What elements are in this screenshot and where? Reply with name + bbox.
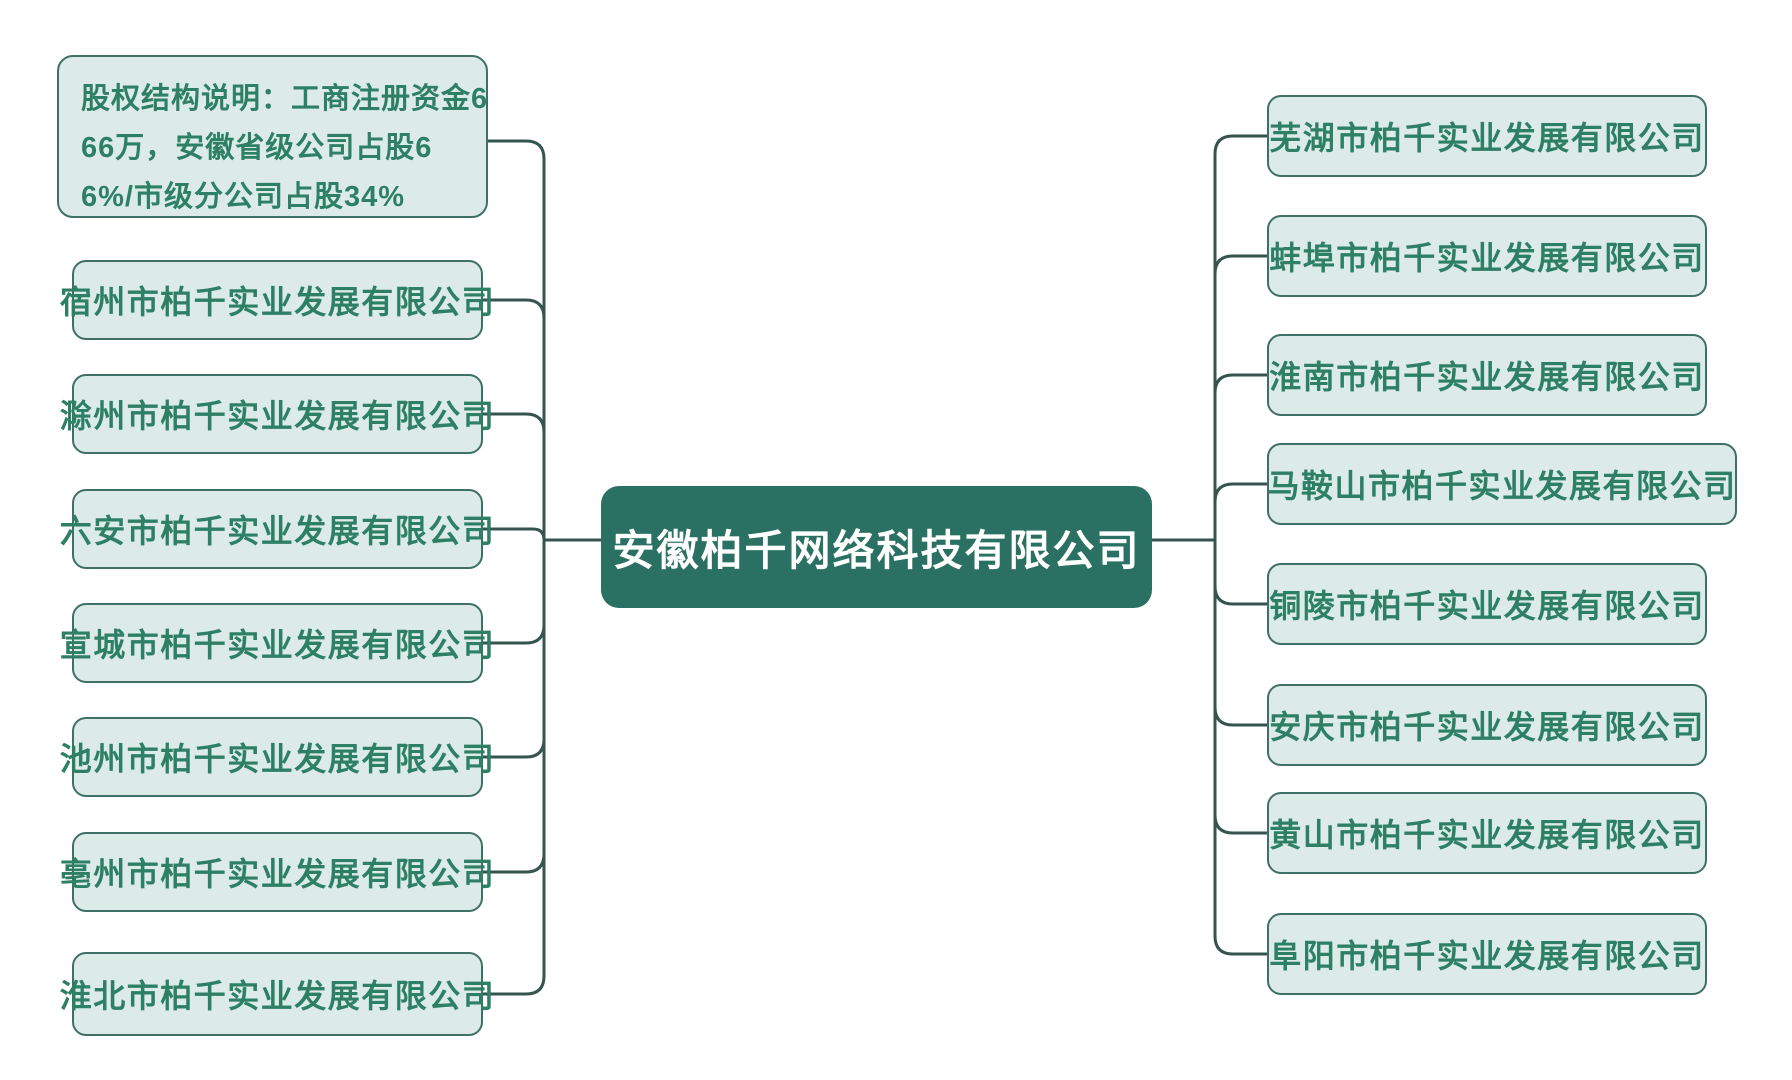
- node-root-company: 安徽柏千网络科技有限公司: [601, 486, 1152, 608]
- equity-note-line: 66万，安徽省级公司占股6: [81, 132, 433, 164]
- node-liuan: 六安市柏千实业发展有限公司: [60, 489, 494, 569]
- node-huangshan: 黄山市柏千实业发展有限公司: [1267, 792, 1707, 874]
- node-chizhou: 池州市柏千实业发展有限公司: [60, 717, 494, 797]
- node-bengbu: 蚌埠市柏千实业发展有限公司: [1267, 215, 1707, 297]
- node-anqing: 安庆市柏千实业发展有限公司: [1267, 684, 1707, 766]
- equity-structure-note: 股权结构说明：工商注册资金6 66万，安徽省级公司占股6 6%/市级分公司占股3…: [57, 55, 488, 218]
- node-fuyang: 阜阳市柏千实业发展有限公司: [1267, 913, 1707, 995]
- node-maanshan: 马鞍山市柏千实业发展有限公司: [1267, 443, 1737, 525]
- node-chuzhou: 滁州市柏千实业发展有限公司: [60, 374, 494, 454]
- node-huaibei: 淮北市柏千实业发展有限公司: [60, 952, 494, 1036]
- node-xuancheng: 宣城市柏千实业发展有限公司: [60, 603, 494, 683]
- equity-note-line: 股权结构说明：工商注册资金6: [81, 83, 489, 115]
- node-wuhu: 芜湖市柏千实业发展有限公司: [1267, 95, 1707, 177]
- node-bozhou: 亳州市柏千实业发展有限公司: [60, 832, 494, 912]
- node-huainan: 淮南市柏千实业发展有限公司: [1267, 334, 1707, 416]
- node-tongling: 铜陵市柏千实业发展有限公司: [1267, 563, 1707, 645]
- equity-note-line: 6%/市级分公司占股34%: [81, 181, 406, 213]
- node-suzhou: 宿州市柏千实业发展有限公司: [60, 260, 494, 340]
